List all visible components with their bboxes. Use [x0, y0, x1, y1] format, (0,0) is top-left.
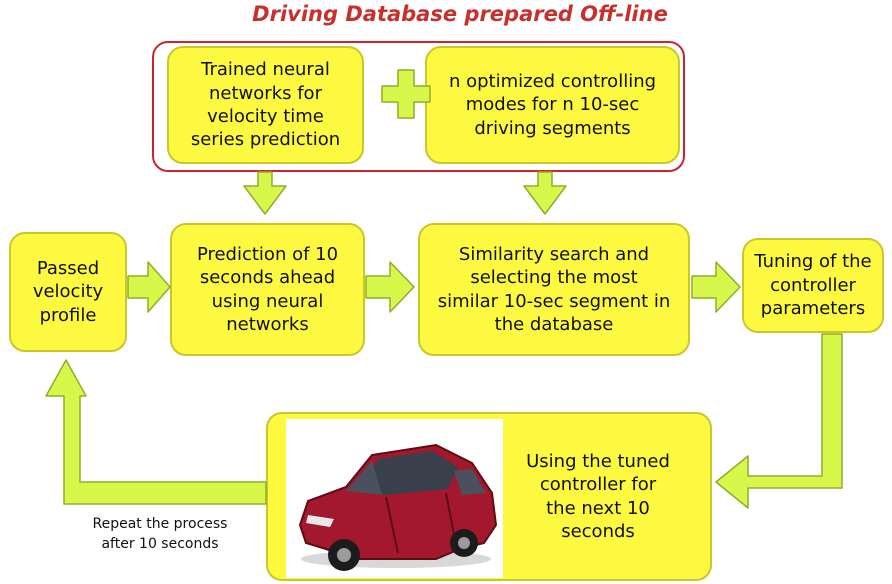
arrow-repeat-to-passed [45, 359, 267, 505]
arrow-down-modes [523, 171, 567, 215]
car-photo [286, 419, 503, 578]
trained-networks-label: Trained neural networks for velocity tim… [190, 59, 341, 151]
offline-database-frame [152, 41, 685, 172]
passed-velocity-box: Passed velocity profile [9, 232, 127, 352]
repeat-note: Repeat the process after 10 seconds [92, 516, 228, 552]
arrow-down-networks [243, 171, 287, 215]
prediction-box: Prediction of 10 seconds ahead using neu… [170, 223, 365, 356]
arrow-passed-to-prediction [127, 261, 171, 313]
optimized-modes-label: n optimized controlling modes for n 10-s… [448, 70, 657, 139]
arrow-tuning-to-using [715, 333, 843, 509]
car-icon [298, 443, 498, 571]
tuning-box: Tuning of the controller parameters [742, 238, 884, 333]
tuning-label: Tuning of the controller parameters [754, 251, 872, 320]
using-controller-label: Using the tuned controller for the next … [526, 450, 670, 542]
similarity-search-box: Similarity search and selecting the most… [418, 223, 690, 356]
passed-velocity-label: Passed velocity profile [32, 257, 104, 326]
plus-icon [381, 69, 431, 119]
diagram-title: Driving Database prepared Off-line [252, 2, 668, 26]
trained-networks-box: Trained neural networks for velocity tim… [167, 46, 364, 164]
optimized-modes-box: n optimized controlling modes for n 10-s… [425, 46, 680, 164]
prediction-label: Prediction of 10 seconds ahead using neu… [196, 243, 339, 335]
arrow-prediction-to-similarity [365, 261, 415, 313]
similarity-search-label: Similarity search and selecting the most… [437, 243, 671, 335]
arrow-similarity-to-tuning [691, 261, 741, 313]
